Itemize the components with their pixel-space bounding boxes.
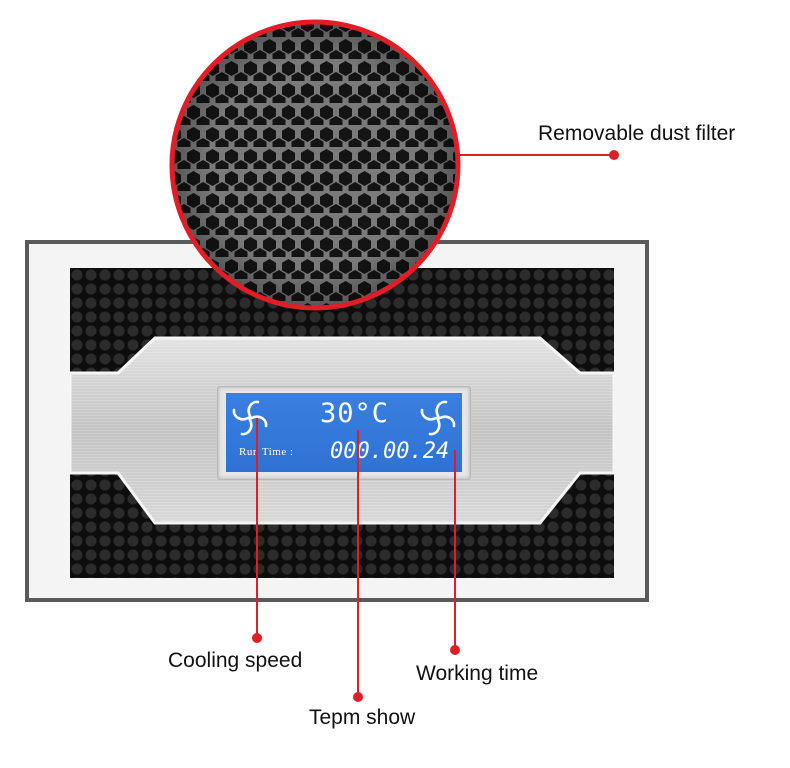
callout-dot bbox=[353, 692, 363, 702]
callout-dot bbox=[450, 645, 460, 655]
callout-dot bbox=[609, 150, 619, 160]
dust-filter-zoom bbox=[169, 19, 461, 311]
callout-dot bbox=[252, 633, 262, 643]
run-time-value: 000.00.24 bbox=[330, 439, 450, 464]
label-cooling-speed: Cooling speed bbox=[168, 649, 303, 672]
label-removable-dust-filter: Removable dust filter bbox=[538, 122, 736, 145]
fan-icon bbox=[232, 400, 268, 436]
fan-icon bbox=[420, 400, 456, 436]
label-temp-show: Tepm show bbox=[309, 706, 416, 729]
temperature-readout: 30°C bbox=[320, 398, 390, 429]
label-working-time: Working time bbox=[416, 662, 539, 685]
run-time-label: Run Time : bbox=[239, 446, 294, 458]
lcd-screen bbox=[226, 393, 462, 472]
